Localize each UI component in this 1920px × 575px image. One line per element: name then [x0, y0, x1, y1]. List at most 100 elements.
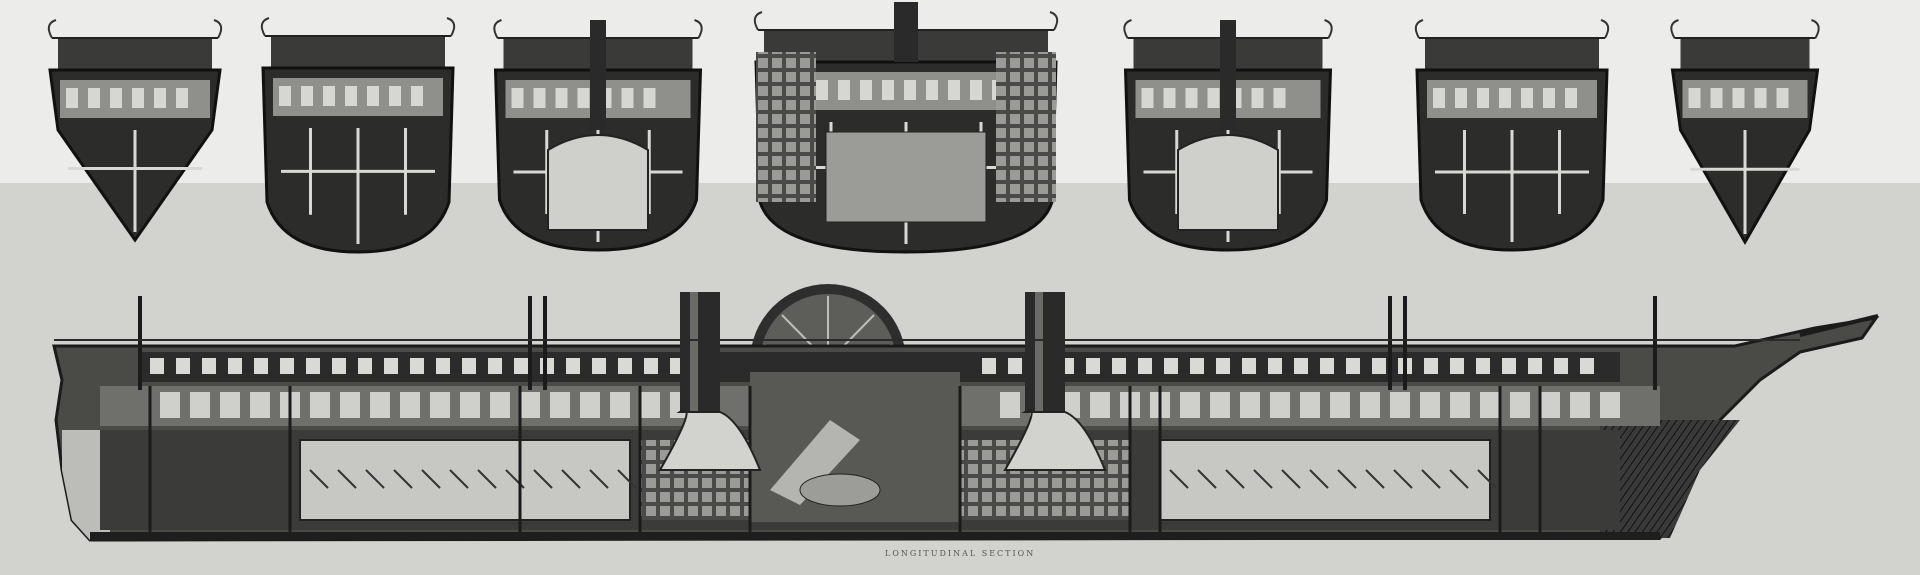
fore-hold — [1159, 439, 1491, 521]
window — [310, 392, 330, 418]
hull-cross-section-icon — [493, 19, 703, 252]
bowsprit — [1799, 314, 1879, 337]
funnel-icon — [658, 292, 762, 471]
window — [1510, 392, 1530, 418]
window — [358, 358, 372, 374]
window — [460, 392, 480, 418]
window — [306, 358, 320, 374]
window — [332, 358, 346, 374]
window — [514, 358, 528, 374]
masts — [138, 296, 1657, 390]
window — [640, 392, 660, 418]
window — [1424, 358, 1438, 374]
funnels — [658, 292, 1107, 471]
engine-crank — [770, 420, 860, 505]
window — [1450, 358, 1464, 374]
window — [228, 358, 242, 374]
window — [384, 358, 398, 374]
window — [340, 392, 360, 418]
window — [254, 358, 268, 374]
window — [1480, 392, 1500, 418]
hull-cross-section-icon — [1414, 19, 1610, 252]
window — [430, 392, 450, 418]
window — [1372, 358, 1386, 374]
window — [592, 358, 606, 374]
longitudinal-section — [52, 284, 1880, 542]
hull-cross-section-icon — [260, 17, 456, 254]
window — [1164, 358, 1178, 374]
window — [190, 392, 210, 418]
window — [1268, 358, 1282, 374]
window — [1086, 358, 1100, 374]
window — [1554, 358, 1568, 374]
window — [610, 392, 630, 418]
bow-hatching — [1600, 420, 1740, 538]
window — [462, 358, 476, 374]
window — [982, 358, 996, 374]
window — [490, 392, 510, 418]
window — [1346, 358, 1360, 374]
window — [1008, 358, 1022, 374]
window — [1528, 358, 1542, 374]
engine-cylinder — [799, 473, 881, 507]
window — [202, 358, 216, 374]
window — [1180, 392, 1200, 418]
window — [1600, 392, 1620, 418]
window — [1190, 358, 1204, 374]
window — [410, 358, 424, 374]
window — [1360, 392, 1380, 418]
window — [400, 392, 420, 418]
keel — [90, 532, 1660, 540]
window — [250, 392, 270, 418]
window — [1450, 392, 1470, 418]
window — [1000, 392, 1020, 418]
hull-cross-section-icon — [47, 19, 223, 243]
bulkheads — [148, 386, 1542, 532]
window — [160, 392, 180, 418]
window — [1540, 392, 1560, 418]
stern-block — [62, 430, 110, 540]
window — [1320, 358, 1334, 374]
hull-cross-section-icon — [1123, 19, 1333, 252]
window — [580, 392, 600, 418]
window — [1210, 392, 1230, 418]
window — [150, 358, 164, 374]
window — [488, 358, 502, 374]
window — [1240, 392, 1260, 418]
diagram-caption: LONGITUDINAL SECTION — [885, 549, 1035, 558]
window — [1390, 392, 1410, 418]
cross-sections-row — [47, 2, 1820, 254]
window — [550, 392, 570, 418]
window — [1112, 358, 1126, 374]
window — [1300, 392, 1320, 418]
window — [1502, 358, 1516, 374]
window — [436, 358, 450, 374]
aft-hold — [299, 439, 631, 521]
window — [618, 358, 632, 374]
window — [220, 392, 240, 418]
window — [370, 392, 390, 418]
window — [1138, 358, 1152, 374]
window — [176, 358, 190, 374]
window — [1090, 392, 1110, 418]
funnel-icon — [1003, 292, 1107, 471]
window — [520, 392, 540, 418]
window — [280, 358, 294, 374]
window — [1476, 358, 1490, 374]
window — [1242, 358, 1256, 374]
window — [566, 358, 580, 374]
hold-frame-marks — [309, 469, 1497, 489]
window — [1330, 392, 1350, 418]
window — [1294, 358, 1308, 374]
hull-cross-section-icon — [753, 2, 1059, 254]
window — [644, 358, 658, 374]
window — [1270, 392, 1290, 418]
hull-cross-section-icon — [1670, 19, 1820, 246]
window — [1216, 358, 1230, 374]
window — [1570, 392, 1590, 418]
upper-deck-windows — [150, 358, 1594, 374]
window — [1420, 392, 1440, 418]
window — [1580, 358, 1594, 374]
